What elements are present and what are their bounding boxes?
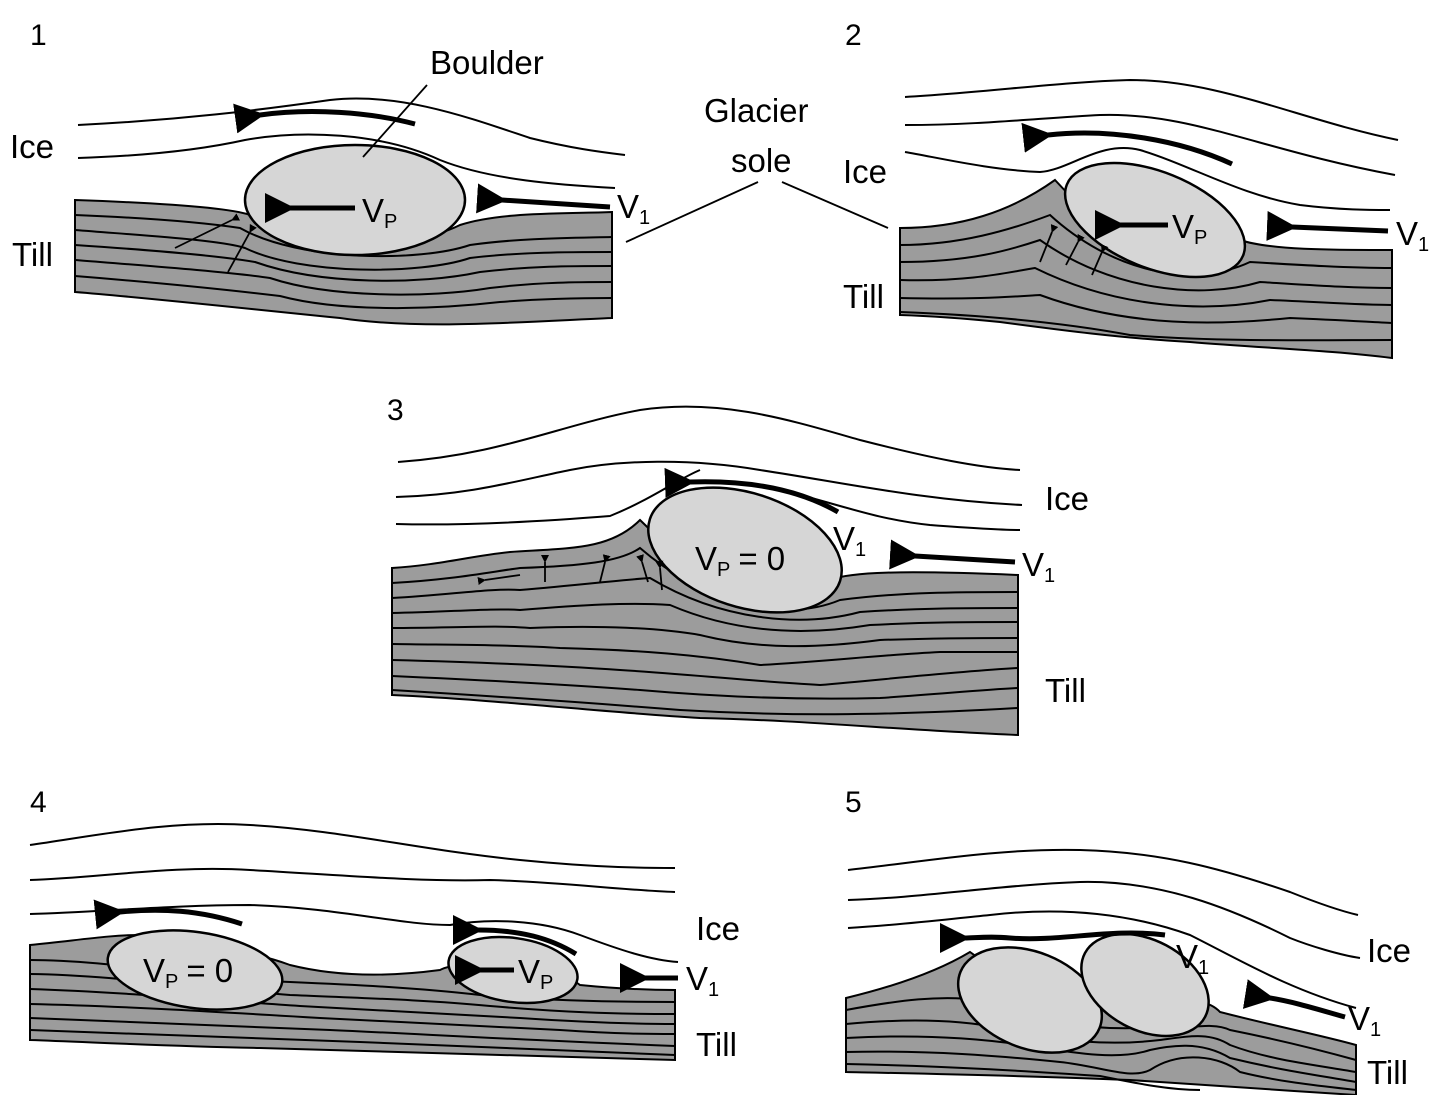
- ice-label: Ice: [1045, 480, 1089, 517]
- ice-velocity-label: V1: [1396, 215, 1429, 256]
- panel-1: 1 VP V1 Ice Till Boulder: [10, 19, 650, 324]
- local-ice-velocity-label: V1: [833, 520, 866, 561]
- ice-flow-arrow: [260, 112, 415, 124]
- ice-velocity-label: V1: [1022, 546, 1055, 587]
- ice-velocity-arrow: [1292, 227, 1388, 231]
- ice-flow-line: [30, 869, 675, 892]
- till-label: Till: [696, 1026, 737, 1063]
- panel-number: 5: [845, 786, 862, 819]
- ice-flow-line: [30, 824, 675, 868]
- ice-velocity-arrow: [915, 556, 1015, 562]
- panel-number: 3: [387, 394, 404, 427]
- boulder: [245, 145, 465, 255]
- glacier-sole-label-line2: sole: [731, 142, 792, 179]
- ice-label: Ice: [843, 153, 887, 190]
- ice-flow-arrow: [1048, 133, 1232, 164]
- local-ice-velocity-label: V1: [1176, 938, 1209, 979]
- boulder-label: Boulder: [430, 44, 544, 81]
- till-label: Till: [12, 236, 53, 273]
- till-label: Till: [1367, 1054, 1408, 1091]
- till-label: Till: [1045, 672, 1086, 709]
- ice-label: Ice: [696, 910, 740, 947]
- ice-velocity-label: V1: [1348, 1000, 1381, 1041]
- boulder-leader-line: [363, 85, 427, 157]
- panel-2: 2 VP V1 Ice Till: [843, 19, 1429, 358]
- panel-3: 3 V1 VP= 0 V1 Ice Till: [387, 394, 1089, 735]
- panel-5: 5 V1 V1 Ice Till: [845, 786, 1411, 1095]
- glacier-sole-label-line1: Glacier: [704, 92, 809, 129]
- boulder-velocity-label: VP= 0: [695, 540, 785, 581]
- till-label: Till: [843, 278, 884, 315]
- boulder-velocity-label: VP= 0: [143, 952, 233, 993]
- panel-number: 4: [30, 786, 47, 819]
- ice-flow-line: [905, 80, 1398, 140]
- panel-4: 4 VP= 0 VP V1 Ice Till: [30, 786, 740, 1063]
- ice-flow-arrow: [120, 910, 242, 924]
- ice-flow-line: [398, 407, 1020, 470]
- ice-velocity-arrow: [502, 200, 610, 207]
- ice-velocity-label: V1: [686, 960, 719, 1001]
- ice-label: Ice: [1367, 932, 1411, 969]
- panel-number: 2: [845, 19, 862, 52]
- ice-velocity-label: V1: [617, 188, 650, 229]
- panel-number: 1: [30, 19, 47, 52]
- ice-label: Ice: [10, 128, 54, 165]
